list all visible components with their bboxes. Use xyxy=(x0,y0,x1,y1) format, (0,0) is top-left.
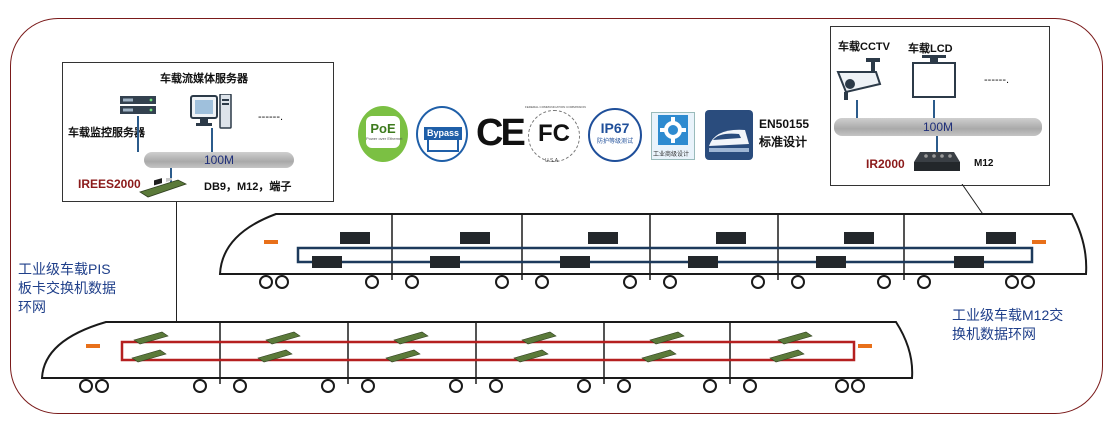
streaming-server-box xyxy=(62,62,334,202)
pis-ring-line-2: 板卡交换机数据 xyxy=(18,280,116,296)
ip67-subtext: 防护等级测试 xyxy=(596,139,633,145)
industrial-text: 工业商级设计 xyxy=(653,152,690,158)
poe-badge-inner: PoE Power over Ethernet xyxy=(366,116,403,148)
rack-server-icon xyxy=(120,96,156,114)
ip67-text: IP67 xyxy=(600,120,630,136)
cctv-label: 车载CCTV xyxy=(838,41,890,53)
pis-ring-line-3: 环网 xyxy=(18,299,46,315)
bypass-badge xyxy=(416,106,468,162)
cctv-connector-line xyxy=(856,100,858,118)
left-ellipsis: ------. xyxy=(258,111,284,123)
fc-mark: FC xyxy=(538,120,570,147)
poe-text: PoE xyxy=(370,121,396,136)
fc-badge xyxy=(528,110,580,162)
m12-port-label: M12 xyxy=(974,158,994,169)
ports-label: DB9，M12，端子 xyxy=(204,181,292,193)
en50155-subtext: 标准设计 xyxy=(759,135,808,149)
bypass-label-box: Bypass xyxy=(424,127,462,140)
en50155-text: EN50155 xyxy=(759,117,810,131)
m12-ring-line-2: 换机数据环网 xyxy=(952,326,1036,342)
high-speed-train-icon xyxy=(705,110,753,160)
pcb-board-icon xyxy=(139,178,188,198)
right-link-speed: 100M xyxy=(922,120,954,134)
outer-frame xyxy=(10,18,1103,414)
ip67-badge: IP67 防护等级测试 xyxy=(588,108,642,162)
m12-ring-line-1: 工业级车载M12交 xyxy=(952,307,1064,323)
left-link-speed: 100M xyxy=(203,153,235,167)
left-pointer-line xyxy=(176,202,177,340)
ir2000-label: IR2000 xyxy=(866,157,905,171)
left-100m-pipe: 100M xyxy=(144,152,294,168)
right-100m-pipe: 100M xyxy=(834,118,1042,136)
server-connector-line xyxy=(137,116,139,152)
m12-ring-label: 工业级车载M12交 换机数据环网 xyxy=(952,306,1063,344)
right-ellipsis: ------. xyxy=(984,74,1010,86)
ce-mark: CE xyxy=(476,112,526,154)
ir2000-connector-line xyxy=(936,136,938,152)
m12-switch-icon xyxy=(914,152,960,171)
irees2000-label: IREES2000 xyxy=(78,177,141,191)
lcd-label: 车载LCD xyxy=(908,43,953,55)
upper-train xyxy=(218,213,1088,289)
cctv-camera-icon xyxy=(836,58,882,100)
fc-ring-text: FEDERAL COMMUNICATION COMMISSION xyxy=(525,105,586,109)
poe-subtext: Power over Ethernet xyxy=(366,136,403,141)
lcd-connector-line xyxy=(933,100,935,118)
desktop-computer-icon xyxy=(190,94,232,129)
monitor-server-label: 车载监控服务器 xyxy=(68,127,145,139)
pis-ring-line-1: 工业级车载PIS xyxy=(18,261,111,277)
streaming-server-title: 车载流媒体服务器 xyxy=(160,73,248,85)
bypass-legs xyxy=(427,140,459,152)
lower-train xyxy=(40,321,914,393)
lcd-screen-icon xyxy=(912,55,956,98)
fc-usa-text: U.S.A xyxy=(545,158,559,164)
desktop-connector-line xyxy=(211,128,213,152)
bypass-text: Bypass xyxy=(426,128,460,138)
board-connector-line xyxy=(170,168,172,182)
pis-ring-label: 工业级车载PIS 板卡交换机数据 环网 xyxy=(18,260,116,317)
gear-icon xyxy=(658,115,688,145)
